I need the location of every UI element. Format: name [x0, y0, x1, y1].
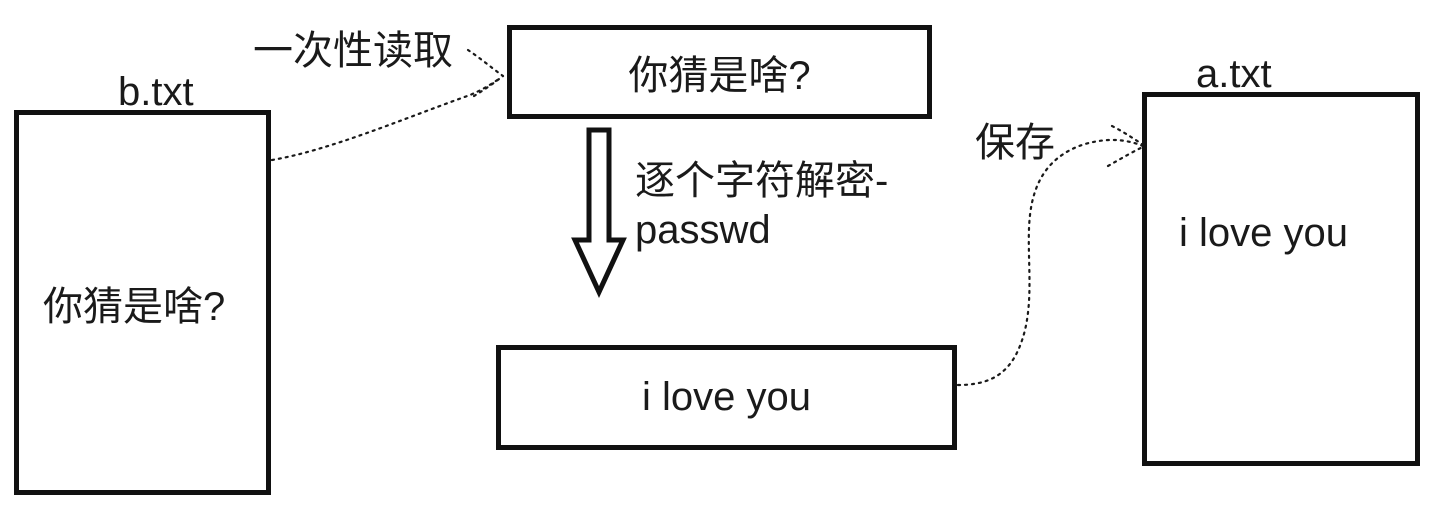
target-file-label: a.txt	[1196, 52, 1272, 96]
decrypt-step-line2: passwd	[635, 207, 771, 252]
source-file-content: 你猜是啥?	[43, 284, 226, 329]
source-file-label: b.txt	[118, 70, 194, 114]
target-file-content: i love you	[1179, 210, 1348, 255]
read-step-label: 一次性读取	[253, 29, 453, 73]
buffer-content: 你猜是啥?	[628, 54, 811, 98]
buffer-box: 你猜是啥?	[507, 25, 932, 119]
save-step-label: 保存	[975, 121, 1055, 165]
target-file-box: i love you	[1142, 92, 1420, 466]
decrypt-block-arrow	[571, 127, 627, 298]
result-box: i love you	[496, 345, 957, 450]
result-content: i love you	[642, 375, 811, 419]
decrypt-step-line1: 逐个字符解密-	[635, 159, 889, 203]
source-file-box: 你猜是啥?	[14, 110, 271, 495]
decrypt-step-text: 逐个字符解密- passwd	[635, 157, 965, 255]
